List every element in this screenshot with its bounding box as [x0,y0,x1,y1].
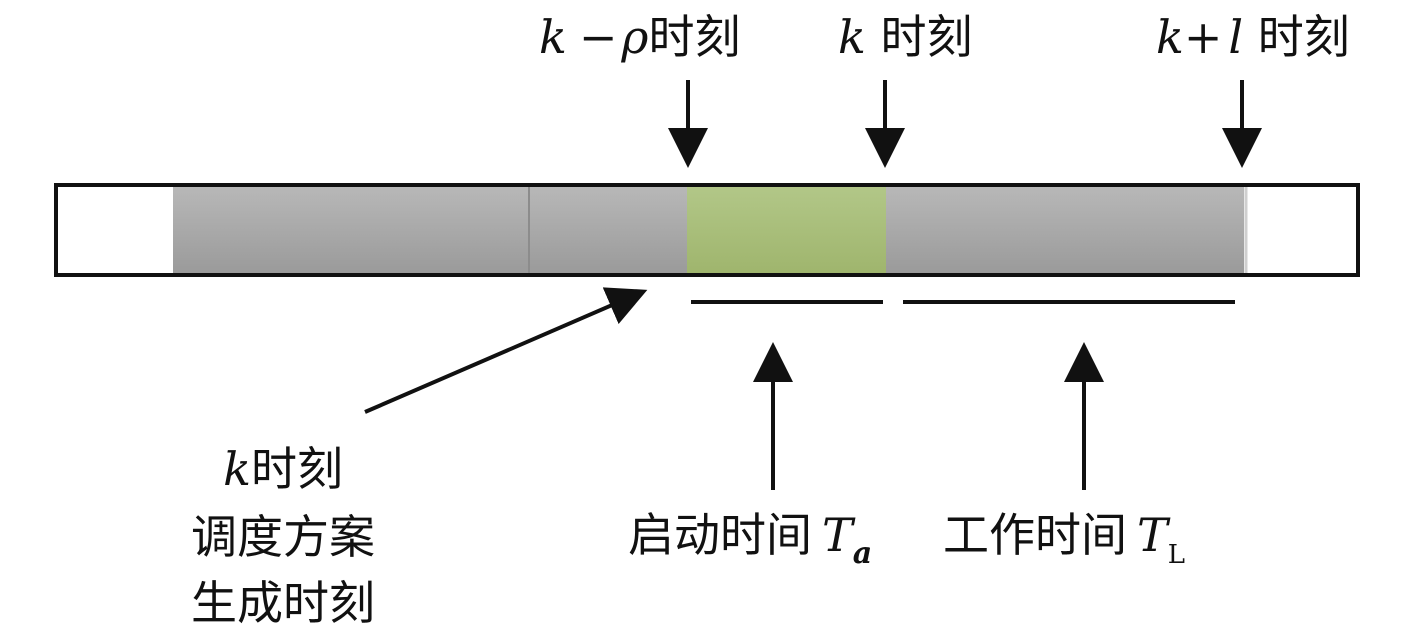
arrow-schedule-generation [364,287,648,414]
timeline-bar-outline [54,183,1360,277]
segment-startup-green [687,186,886,274]
label-schedule-line3: 生成时刻 [191,576,375,630]
segment-work-gray [886,186,1244,274]
var-l: l [1228,10,1244,64]
label-k-plus-l: k+l 时刻 [1156,14,1350,60]
var-k: k [838,10,866,64]
var-k: k [539,10,567,64]
segment-gray-1 [173,186,529,274]
label-k: k 时刻 [838,14,973,60]
var-k: k [223,442,251,496]
suffix: 时刻 [1243,10,1350,64]
var-k: k [1156,10,1184,64]
segment-gray-2 [530,186,687,274]
var-rho: ρ [621,10,649,64]
suffix: 时刻 [250,442,343,496]
label-schedule-line2: 调度方案 [191,510,375,564]
sub-L: L [1167,540,1185,570]
suffix: 时刻 [648,10,741,64]
label-k-minus-rho: k−ρ时刻 [539,14,740,60]
suffix: 时刻 [865,10,973,64]
work-text: 工作时间 [943,508,1127,562]
var-T: T [822,508,853,562]
var-T: T [1137,508,1168,562]
op-plus: + [1183,10,1223,64]
startup-text: 启动时间 [628,508,812,562]
label-schedule-line1: k时刻 [163,446,403,492]
op-minus: − [578,10,618,64]
sub-a: a [852,536,873,571]
